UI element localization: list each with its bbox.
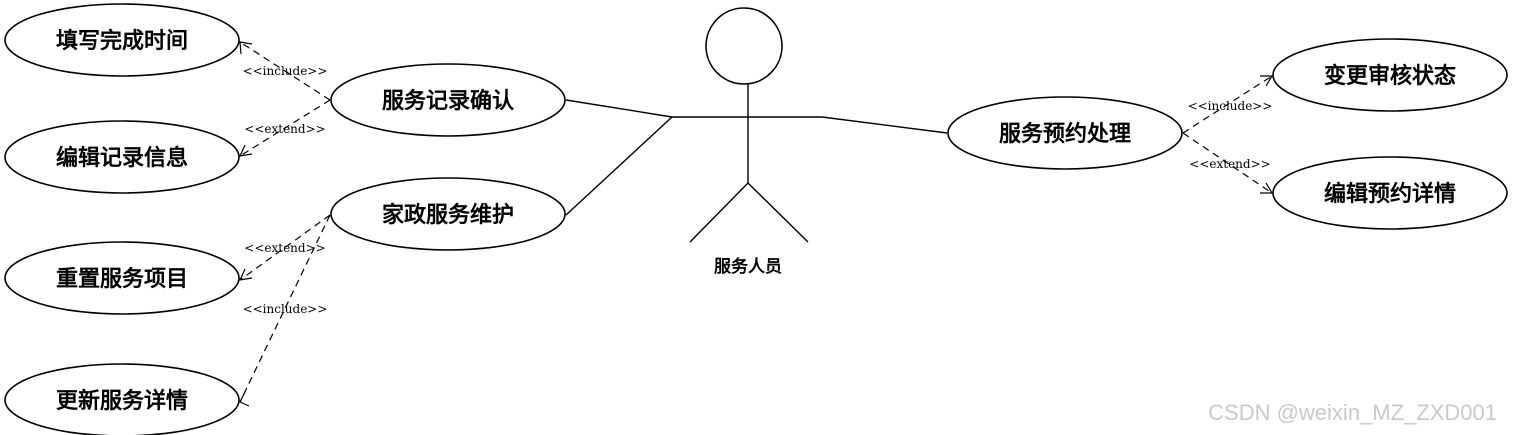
dep-include-fill-time <box>239 41 331 101</box>
arrowhead-reset-item <box>238 268 253 281</box>
use-case-label: 重置服务项目 <box>56 267 188 292</box>
stereotype-extend-3: <<extend>> <box>1189 157 1270 171</box>
stereotype-include-1: <<include>> <box>243 64 328 78</box>
dep-include-update-details <box>239 214 331 403</box>
arrowhead-edit-record <box>238 144 253 157</box>
use-case-label: 编辑记录信息 <box>56 145 188 171</box>
actor-service-staff: 服务人员 <box>672 7 822 277</box>
dep-extend-edit-record <box>239 99 331 157</box>
use-case-label: 变更审核状态 <box>1324 63 1456 89</box>
assoc-record-confirm <box>565 99 673 118</box>
dep-include-change-status <box>1182 75 1273 134</box>
stereotype-extend-2: <<extend>> <box>244 241 325 255</box>
use-case-housekeeping-maintenance: 家政服务维护 <box>330 177 566 251</box>
arrowhead-fill-time <box>239 41 253 55</box>
use-case-reset-service-item: 重置服务项目 <box>4 241 240 315</box>
use-case-label: 服务预约处理 <box>999 121 1131 147</box>
use-case-change-review-status: 变更审核状态 <box>1272 38 1508 112</box>
use-case-label: 填写完成时间 <box>56 28 188 54</box>
stereotype-include-3: <<include>> <box>1188 99 1273 113</box>
arrowhead-update-details <box>239 391 250 407</box>
use-case-update-service-details: 更新服务详情 <box>4 363 240 435</box>
use-case-edit-record-info: 编辑记录信息 <box>4 120 240 194</box>
watermark: CSDN @weixin_MZ_ZXD001 <box>1208 400 1497 425</box>
use-case-service-booking-processing: 服务预约处理 <box>947 96 1183 170</box>
dep-extend-reset-item <box>239 214 331 281</box>
dep-extend-edit-booking <box>1182 132 1273 194</box>
use-case-edit-booking-details: 编辑预约详情 <box>1272 156 1508 230</box>
actor-label: 服务人员 <box>714 256 782 277</box>
assoc-booking-processing <box>821 116 948 134</box>
use-case-label: 编辑预约详情 <box>1324 181 1456 207</box>
use-case-service-record-confirm: 服务记录确认 <box>330 63 566 137</box>
stereotype-include-2: <<include>> <box>243 302 328 316</box>
assoc-maintenance <box>565 116 673 216</box>
use-case-label: 家政服务维护 <box>382 202 514 228</box>
actor-left-leg <box>689 182 749 243</box>
actor-right-leg <box>747 182 809 243</box>
use-case-fill-completion-time: 填写完成时间 <box>4 3 240 77</box>
actor-head <box>705 7 783 85</box>
use-case-label: 更新服务详情 <box>56 388 188 414</box>
use-case-label: 服务记录确认 <box>382 88 514 114</box>
arrowhead-change-status <box>1260 75 1274 87</box>
stereotype-extend-1: <<extend>> <box>244 122 325 136</box>
arrowhead-edit-booking <box>1260 182 1274 194</box>
